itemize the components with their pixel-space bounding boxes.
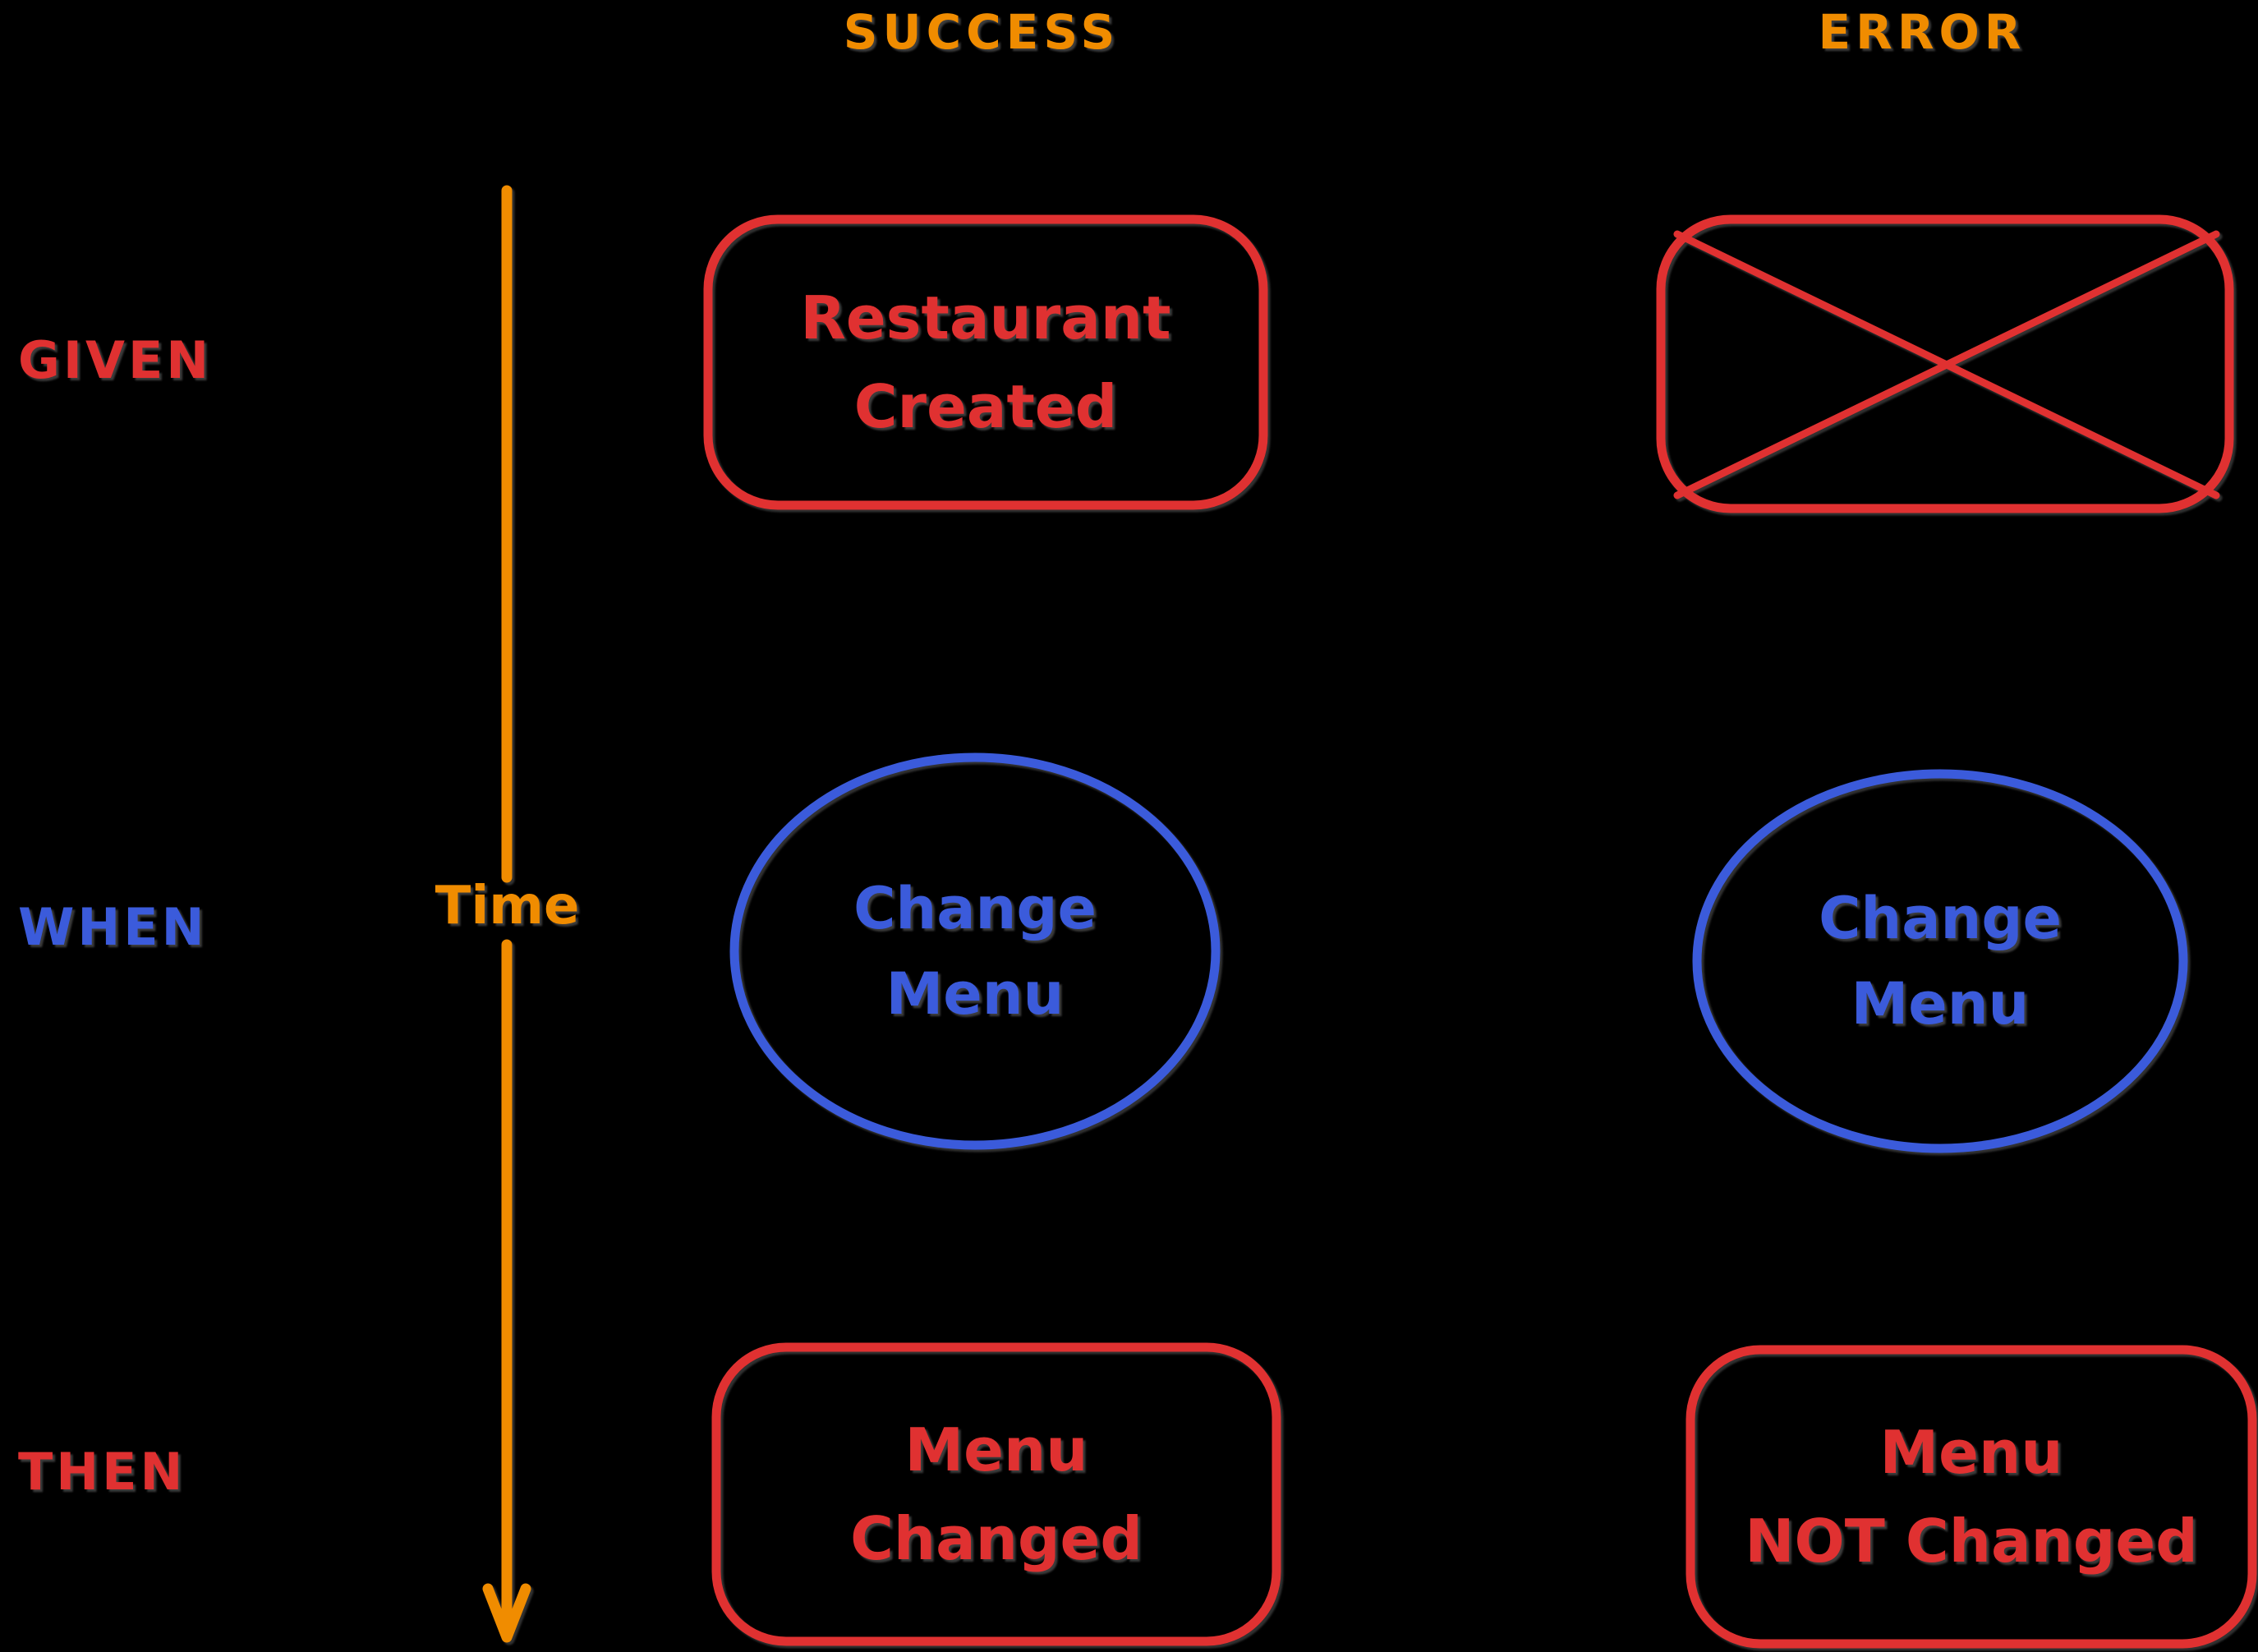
menu-changed-line2: Changed [850,1504,1143,1573]
error-change-menu-line2: Menu [1851,970,2030,1038]
success-change-menu-line2: Menu [885,960,1065,1028]
row-label-then: THEN [18,1442,186,1502]
success-change-menu-line1: Change [853,875,1097,942]
error-column-header: ERROR [1818,4,2026,60]
error-change-menu-label: Change Menu [1697,774,2183,1148]
restaurant-created-line1: Restaurant [800,283,1171,352]
restaurant-created-label: Restaurant Created [708,219,1263,505]
time-arrow [482,185,531,1643]
menu-not-changed-box [1685,1345,2257,1649]
menu-not-changed-label: Menu NOT Changed [1690,1350,2252,1644]
menu-not-changed-line1: Menu [1879,1418,2063,1487]
success-change-menu-label: Change Menu [734,757,1216,1145]
menu-changed-line1: Menu [904,1415,1088,1484]
menu-not-changed-line2: NOT Changed [1745,1507,2198,1576]
time-axis-label: Time [435,876,580,936]
restaurant-created-box [703,214,1268,510]
menu-changed-box [711,1342,1281,1646]
row-label-given: GIVEN [18,330,213,390]
time-arrow-head [482,1583,531,1643]
error-given-crossed-box [1656,214,2234,513]
menu-changed-label: Menu Changed [716,1347,1276,1641]
error-change-menu-line1: Change [1819,885,2062,952]
crossed-box-outline [1656,214,2234,513]
crossed-box-diagonal-2 [1673,230,2220,499]
success-column-header: SUCCESS [843,4,1120,60]
error-change-menu-ellipse [1692,769,2188,1153]
restaurant-created-line2: Created [853,372,1118,441]
success-change-menu-ellipse [729,752,1221,1150]
row-label-when: WHEN [18,897,208,957]
